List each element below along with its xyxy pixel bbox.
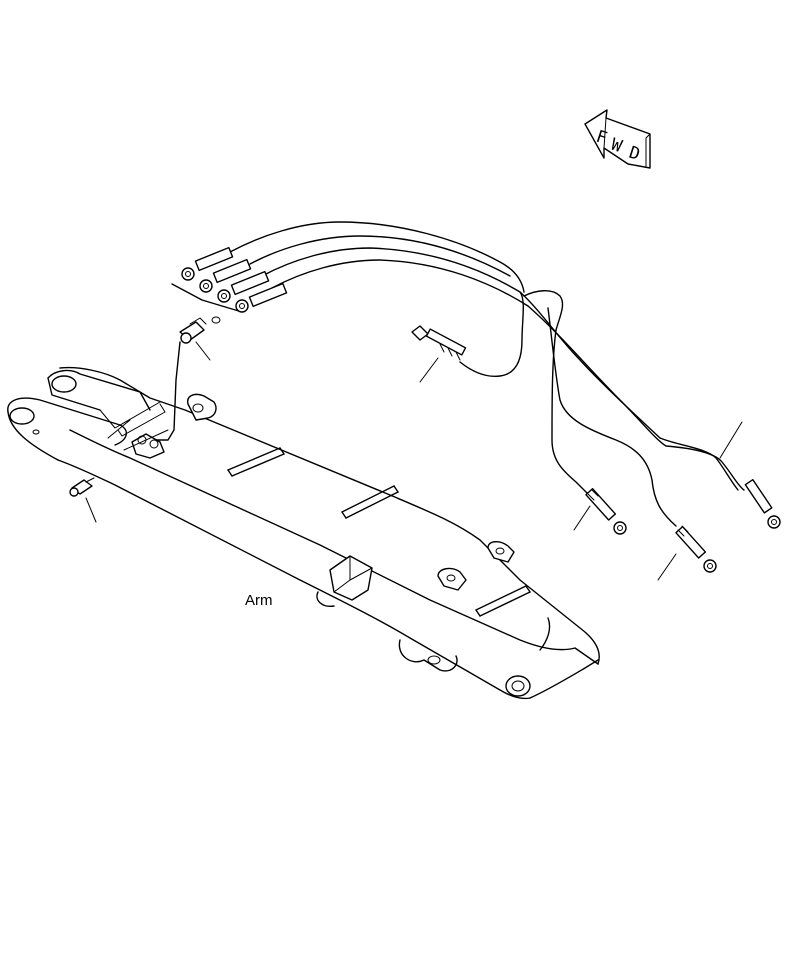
arm-label: Arm [245, 592, 273, 609]
grease-line [123, 341, 181, 459]
boom-pin-hole-left [9, 407, 35, 425]
pipe-fittings-left [171, 246, 288, 361]
boom-pin-hole-right [51, 375, 77, 393]
fwd-arrow-icon: F W D [584, 109, 651, 169]
lug-upper [487, 541, 515, 563]
bucket-pin-boss [505, 675, 531, 697]
pipe-fittings-right [573, 421, 781, 581]
fwd-letter-f: F [593, 127, 609, 149]
fwd-letter-w: W [608, 135, 625, 157]
fwd-letter-d: D [626, 143, 642, 165]
grease-block [131, 433, 165, 459]
hydraulic-lines [229, 221, 745, 527]
o-ring [211, 316, 221, 324]
hose-clamp-bracket [329, 555, 373, 601]
arm-body [7, 366, 600, 700]
lug-middle [437, 567, 467, 591]
bolt-fitting-center [411, 325, 467, 383]
cylinder-mount-plate [187, 393, 217, 421]
grease-nipple [69, 477, 97, 523]
